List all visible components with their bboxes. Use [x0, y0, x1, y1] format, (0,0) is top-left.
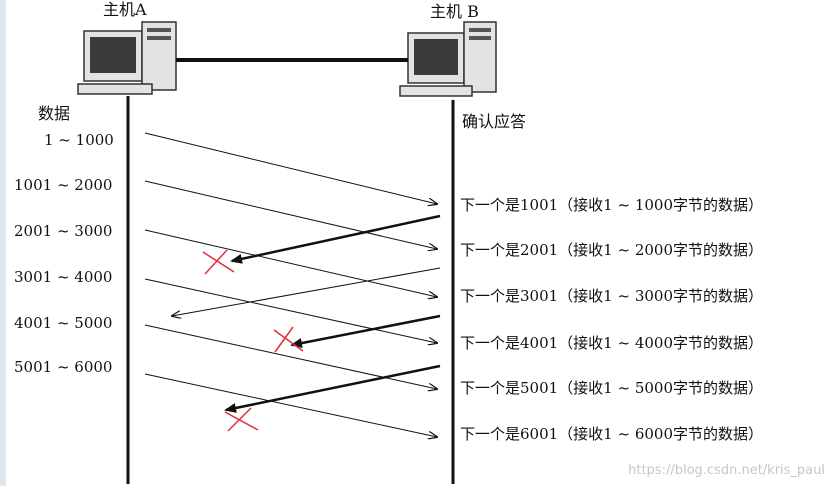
segment-label: 2001 ~ 3000 [14, 222, 113, 240]
ack-label: 下一个是4001（接收1 ~ 4000字节的数据） [460, 334, 763, 352]
ack-label: 下一个是5001（接收1 ~ 5000字节的数据） [460, 379, 763, 397]
segment-arrow [144, 132, 437, 204]
left-edge-stripe [0, 0, 6, 486]
ack-arrow [172, 267, 441, 316]
segment-arrow [144, 324, 437, 389]
ack-label: 下一个是6001（接收1 ~ 6000字节的数据） [460, 425, 763, 443]
host-b-label: 主机 B [430, 2, 479, 21]
host-a-label: 主机A [103, 0, 147, 19]
x-mark-icon [273, 326, 304, 353]
segment-label: 3001 ~ 4000 [14, 268, 113, 286]
data-header: 数据 [38, 104, 71, 123]
ack-label: 下一个是2001（接收1 ~ 2000字节的数据） [460, 241, 763, 259]
segment-arrow [144, 229, 437, 297]
x-mark-icon [224, 407, 259, 432]
segment-arrow [144, 278, 437, 343]
ack-label: 下一个是3001（接收1 ~ 3000字节的数据） [460, 287, 763, 305]
segment-arrow [144, 180, 437, 249]
x-mark-icon [202, 249, 235, 275]
ack-label: 下一个是1001（接收1 ~ 1000字节的数据） [460, 196, 763, 214]
watermark-text: https://blog.csdn.net/kris_paul [628, 463, 825, 478]
segment-label: 4001 ~ 5000 [14, 314, 113, 332]
ack-arrow-lost [224, 364, 441, 413]
segment-label: 5001 ~ 6000 [14, 358, 113, 376]
ack-header: 确认应答 [462, 112, 527, 131]
segment-arrow [144, 373, 437, 437]
segment-label: 1001 ~ 2000 [14, 176, 113, 194]
host-b-computer-icon [399, 21, 497, 97]
host-a-computer-icon [77, 21, 177, 95]
ack-arrow-lost [290, 314, 441, 348]
segment-label: 1 ~ 1000 [44, 131, 114, 149]
ack-arrow-lost [230, 214, 441, 264]
